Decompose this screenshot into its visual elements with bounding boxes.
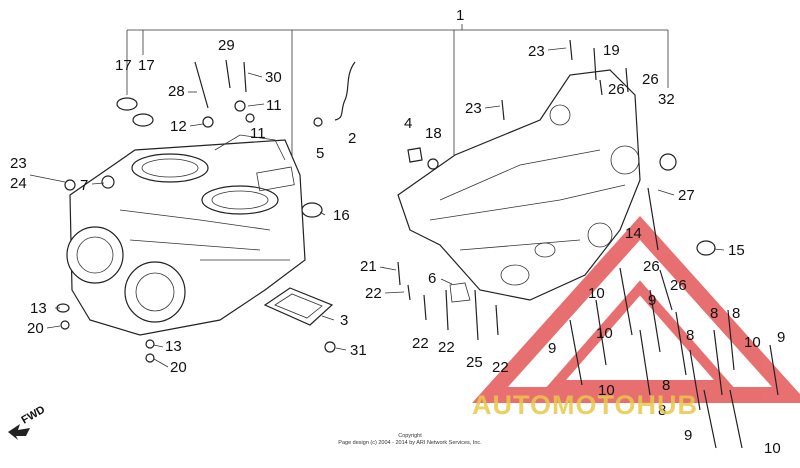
label-22a: 22 [365, 285, 382, 302]
label-16: 16 [333, 207, 350, 224]
label-23a: 23 [10, 155, 27, 172]
label-21: 21 [360, 258, 377, 275]
label-23b: 23 [528, 43, 545, 60]
part-1-bracket [126, 24, 669, 175]
label-8b: 8 [732, 305, 740, 322]
label-14: 14 [625, 225, 642, 242]
part-3-plate [263, 287, 334, 326]
label-26b: 26 [608, 81, 625, 98]
label-9d: 9 [684, 427, 692, 444]
label-10c: 10 [744, 334, 761, 351]
lower-crankcase-right [397, 69, 641, 301]
label-26c: 26 [643, 258, 660, 275]
copyright-notice: Copyright Page design (c) 2004 - 2014 by… [300, 433, 520, 447]
watermark-text: AUTOMOTOHUB [472, 390, 698, 420]
forward-arrow: FWD [8, 404, 47, 440]
upper-crankcase-left [66, 134, 306, 336]
label-8d: 8 [662, 377, 670, 394]
label-32: 32 [658, 91, 675, 108]
label-18: 18 [425, 125, 442, 142]
leader-lines [29, 47, 725, 368]
long-bolts [569, 267, 779, 449]
label-24: 24 [10, 175, 27, 192]
label-3: 3 [340, 312, 348, 329]
label-2: 2 [348, 130, 356, 147]
label-8c: 8 [686, 327, 694, 344]
label-10e: 10 [764, 440, 781, 457]
label-10b: 10 [596, 325, 613, 342]
label-15: 15 [728, 242, 745, 259]
label-31: 31 [350, 342, 367, 359]
label-9b: 9 [548, 340, 556, 357]
label-22b: 22 [412, 335, 429, 352]
label-1: 1 [456, 7, 464, 24]
callout-labels: 1 17 17 29 30 28 11 11 12 2 5 4 18 23 24… [10, 7, 785, 457]
label-12: 12 [170, 118, 187, 135]
label-26a: 26 [642, 71, 659, 88]
label-10a: 10 [588, 285, 605, 302]
label-5: 5 [316, 145, 324, 162]
watermark-logo [472, 216, 800, 403]
fwd-label: FWD [20, 404, 48, 427]
label-10d: 10 [598, 382, 615, 399]
label-13b: 13 [165, 338, 182, 355]
label-30: 30 [265, 69, 282, 86]
label-9c: 9 [777, 329, 785, 346]
label-11a: 11 [266, 97, 282, 114]
small-parts [56, 39, 716, 363]
label-19: 19 [603, 42, 620, 59]
label-26d: 26 [670, 277, 687, 294]
part-2-hose [334, 61, 356, 121]
label-11b: 11 [250, 125, 266, 142]
label-20a: 20 [27, 320, 44, 337]
label-20b: 20 [170, 359, 187, 376]
label-8a: 8 [710, 305, 718, 322]
label-17b: 17 [138, 57, 155, 74]
label-9a: 9 [648, 292, 656, 309]
label-6: 6 [428, 270, 436, 287]
label-28: 28 [168, 83, 185, 100]
label-23c: 23 [465, 100, 482, 117]
copyright-line1: Copyright [398, 433, 422, 439]
label-22c: 22 [438, 339, 455, 356]
label-17a: 17 [115, 57, 132, 74]
copyright-line2: Page design (c) 2004 - 2014 by ARI Netwo… [338, 440, 482, 446]
label-25: 25 [466, 354, 483, 371]
label-8e: 8 [658, 402, 666, 419]
label-7: 7 [80, 177, 88, 194]
label-13a: 13 [30, 300, 47, 317]
label-4: 4 [404, 115, 412, 132]
label-22d: 22 [492, 359, 509, 376]
label-29: 29 [218, 37, 235, 54]
label-27: 27 [678, 187, 695, 204]
